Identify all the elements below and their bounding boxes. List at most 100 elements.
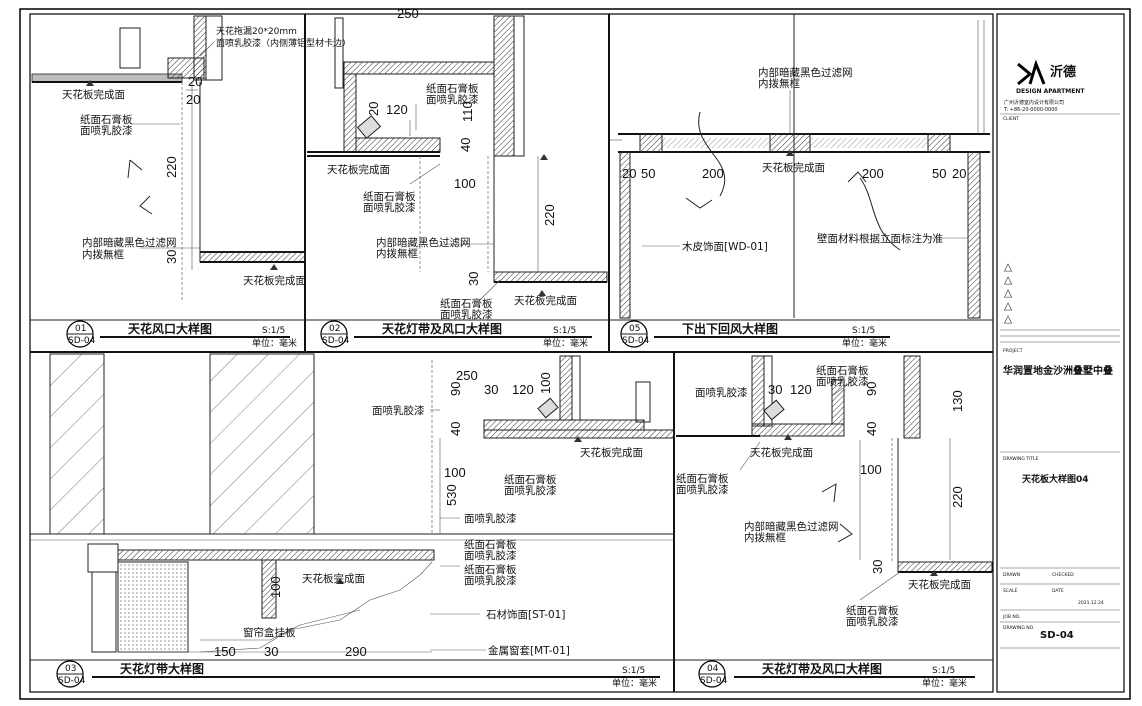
concrete-wall [209,353,315,535]
gypsum-board [483,429,675,439]
gypsum-board [493,15,515,157]
airflow-arrow-icon [821,483,837,503]
dim-110: 110 [460,101,475,122]
revision-mark-icon: △ [1004,261,1013,273]
detail-ref: SD-04 [322,336,350,346]
dim-120: 120 [386,102,408,117]
gypsum-board [751,423,845,437]
note-board-paint-b: 面喷乳胶漆 [363,201,416,214]
tb-label-project: PROJECT [1003,348,1023,354]
tb-label-drawing-title: DRAWING TITLE [1003,456,1039,462]
detail-title: 天花风口大样图 [128,321,212,336]
dim-30: 30 [768,382,782,397]
dim-40: 40 [448,422,463,436]
dim-220: 220 [950,486,965,508]
detail-scale: S:1/5 [262,326,285,336]
tb-date: DATE [1052,588,1064,594]
detail-ref: SD-04 [622,336,650,346]
detail-scale: S:1/5 [852,326,875,336]
gypsum-board [483,419,645,431]
tb-drawn: DRAWN [1003,572,1020,578]
finish-level-icon [270,264,278,270]
sheet-border [19,8,1131,700]
dim-90: 90 [864,382,879,396]
dim-250: 250 [397,6,419,21]
title-block-border [996,13,1125,693]
dim-20: 20 [186,92,200,107]
note-board: 纸面石膏板 [504,473,557,486]
gypsum-board [903,355,921,439]
note-trim-2: 面喷乳胶漆（内侧薄铝型材卡边） [216,37,351,49]
dim-150: 150 [214,644,236,659]
company-name: 沂德 [1050,64,1076,80]
note-filter-2: 内拨無框 [758,77,800,90]
dim-30: 30 [466,272,481,286]
company-line-1: 广州沂德室内设计有限公司 [1004,99,1064,106]
note-board-paint: 面喷乳胶漆 [80,124,133,137]
wall-finish [967,151,981,319]
panel-02: 250 纸面石膏板 面喷乳胶漆 20 120 110 40 天花板完成面 100… [307,6,608,349]
sheet-number: SD-04 [1040,630,1074,641]
note-veneer: 木皮饰面[WD-01] [682,240,768,253]
company-name-en: DESIGN APARTMENT [1016,88,1085,95]
project-name: 华润置地金沙洲叠墅中叠 [1003,364,1113,377]
gypsum-board [751,355,765,427]
note-board-c: 纸面石膏板 [440,297,493,310]
airflow-arrow-icon [685,197,713,209]
revision-mark-icon: △ [1004,313,1013,325]
finish-level-icon [786,150,794,156]
note-ceiling-finish-b: 天花板完成面 [302,572,365,585]
note-filter-2: 内拨無框 [744,531,786,544]
title-block: 沂德 DESIGN APARTMENT 广州沂德室内设计有限公司 T: +86-… [1000,59,1120,649]
panel-04: 面喷乳胶漆 纸面石膏板 面喷乳胶漆 30 120 90 40 130 天花板完成… [676,355,993,689]
tb-date-value: 2021.12.24 [1078,600,1104,606]
dim-50: 50 [641,166,655,181]
dim-120: 120 [512,382,534,397]
note-board: 纸面石膏板 [80,113,133,126]
dim-100: 100 [268,576,283,598]
grille-frame [639,133,663,153]
dim-20: 20 [188,74,202,89]
finish-level-icon [336,578,344,584]
airflow-arrow-icon [698,111,726,197]
note-filter: 内部暗藏黑色过滤网 [376,236,471,249]
detail-title: 天花灯带及风口大样图 [762,661,882,676]
detail-title: 天花灯带及风口大样图 [382,321,502,336]
note-stone: 石材饰面[ST-01] [486,608,565,621]
dim-220: 220 [164,156,179,178]
led-strip-icon [763,399,785,421]
detail-number: 05 [629,324,640,334]
finish-level-icon [540,154,548,160]
dim-100: 100 [454,176,476,191]
airflow-arrow-icon [127,159,143,179]
note-board-paint-c: 面喷乳胶漆 [440,308,493,321]
dim-30: 30 [264,644,278,659]
note-trim: 天花拖漏20*20mm [216,25,297,37]
dim-30: 30 [164,250,179,264]
note-board: 纸面石膏板 [426,82,479,95]
finish-level-icon [930,570,938,576]
window-glass [117,561,189,653]
detail-unit: 单位：毫米 [252,337,297,349]
note-board-b: 纸面石膏板 [464,538,517,551]
gypsum-board [493,271,608,283]
gypsum-board [355,137,441,153]
detail-ref: SD-04 [58,676,86,686]
detail-unit: 单位：毫米 [922,677,967,689]
dim-130: 130 [950,390,965,412]
detail-unit: 单位：毫米 [543,337,588,349]
revision-mark-icon: △ [1004,274,1013,286]
company-logo-icon [1017,59,1046,86]
note-curtain: 窗帘盒挂板 [243,626,296,639]
note-board: 纸面石膏板 [816,364,869,377]
dim-290: 290 [345,644,367,659]
note-board-paint: 面喷乳胶漆 [426,93,479,106]
tb-checked: CHECKED [1052,572,1074,578]
note-board-b: 纸面石膏板 [676,472,729,485]
note-paint-b: 面喷乳胶漆 [464,512,517,525]
note-board-paint-b: 面喷乳胶漆 [676,483,729,496]
dim-100: 100 [444,465,466,480]
dim-250: 250 [456,368,478,383]
note-filter: 内部暗藏黑色过滤网 [82,236,177,249]
